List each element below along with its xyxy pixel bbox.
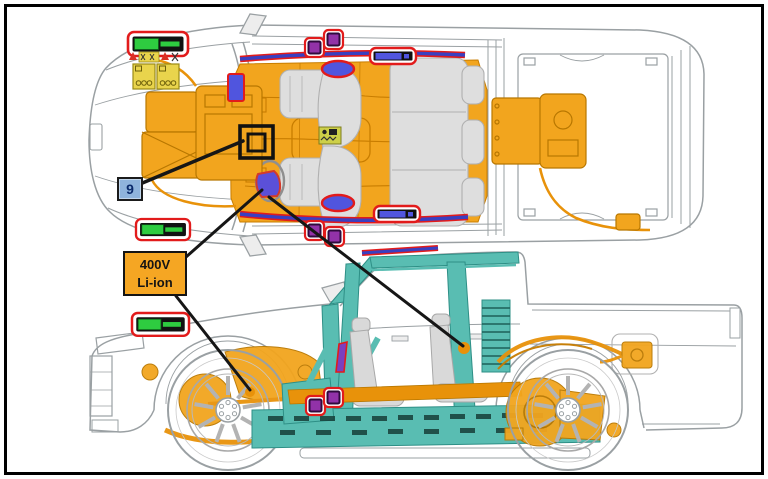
charge-port — [621, 341, 653, 369]
callout-line-400v-bottom — [174, 294, 252, 392]
callout-line-cross — [267, 195, 465, 348]
hv-connector-icon — [304, 394, 327, 417]
rocker-dashes — [268, 412, 569, 435]
12v-battery-marker — [227, 73, 245, 102]
callout-9-badge: 9 — [117, 177, 143, 201]
rocker-hv-line-bottom — [239, 210, 469, 224]
hv-battery-callout: 400V Li-ion — [123, 251, 187, 296]
hv-point-marker — [245, 387, 255, 397]
hv-coupler — [615, 213, 641, 231]
battery-12v-icon — [156, 63, 180, 90]
rear-bench — [389, 57, 469, 227]
mirror-top — [238, 13, 268, 36]
hv-connector-icon — [303, 36, 326, 59]
hv-connector-icon — [322, 386, 345, 409]
top-view — [88, 13, 705, 257]
rocker-hv-line-top — [239, 49, 466, 63]
roof-rail — [369, 251, 520, 269]
inflator-icon — [320, 193, 356, 213]
warning-triangle-icon — [161, 52, 169, 60]
truck-bed-top — [517, 46, 691, 228]
hv-battery-callout-line1: 400V — [139, 256, 171, 272]
top-view-seats — [279, 57, 485, 231]
top-view-mirrors — [238, 13, 268, 257]
warning-triangle-icon — [129, 52, 137, 60]
rear-drive-unit — [491, 93, 651, 232]
warning-icons-row — [129, 51, 179, 63]
battery-12v-icon — [132, 63, 156, 90]
hv-battery-callout-line2: Li-ion — [137, 274, 173, 290]
callout-line-400v-top — [184, 188, 264, 259]
rear-headrest — [461, 177, 485, 217]
cut-bar-icon — [368, 46, 418, 66]
loop-tag-icon — [130, 311, 191, 338]
cut-bar-icon — [372, 204, 422, 224]
mirror-bottom — [238, 234, 268, 257]
rear-headrest — [461, 65, 485, 105]
side-view — [89, 245, 743, 472]
b-pillar-marker — [335, 340, 348, 373]
loop-tag-icon — [134, 217, 192, 242]
hv-connector-icon — [322, 28, 345, 51]
callout-lines — [138, 139, 465, 392]
rear-headrest — [461, 119, 485, 165]
callout-line-9 — [138, 139, 245, 186]
inflator-icon — [320, 59, 356, 79]
floor-warning-label — [318, 126, 342, 145]
cab-back-panel — [481, 299, 511, 373]
roof-cut-marker — [361, 245, 439, 256]
